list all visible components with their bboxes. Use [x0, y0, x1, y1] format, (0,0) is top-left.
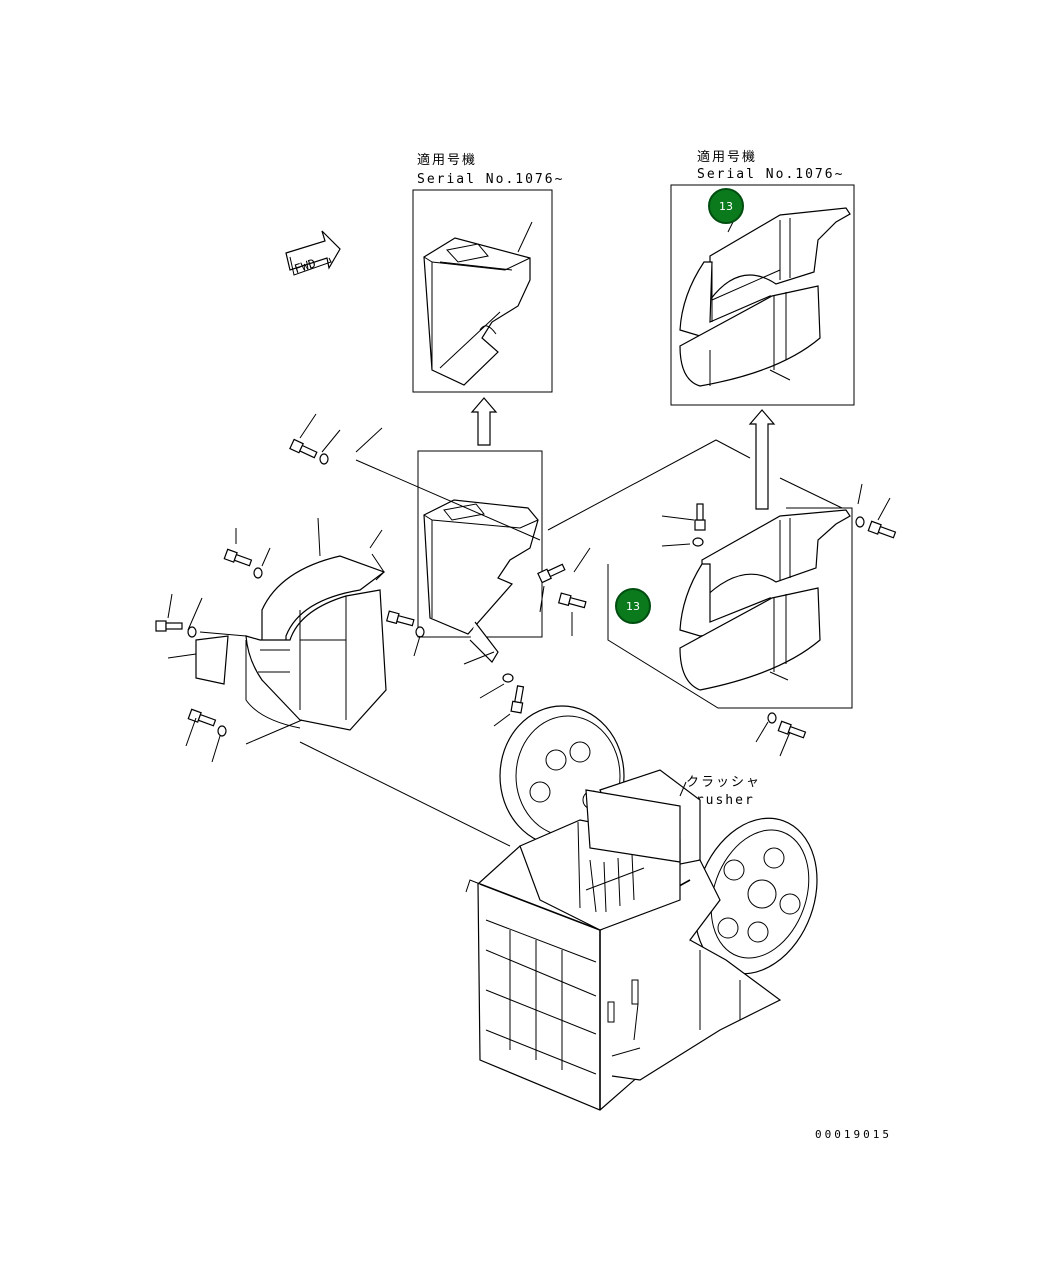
inset-left-box — [412, 189, 553, 393]
arrow-to-right-inset — [748, 409, 776, 510]
fwd-arrow-label: FWD — [293, 256, 318, 276]
left-curved-cover — [245, 517, 387, 731]
crusher-body — [465, 705, 818, 1111]
crusher-label-en: Crusher — [686, 793, 755, 808]
inset-right-cover — [679, 207, 851, 387]
drawing-number: 00019015 — [815, 1128, 892, 1141]
inset-right-title-jp: 適用号機 — [697, 150, 758, 165]
inset-right-box — [670, 184, 855, 406]
small-plate — [195, 635, 229, 685]
washers — [187, 453, 865, 737]
center-cover-plate — [417, 450, 543, 663]
inset-right-serial: Serial No.1076~ — [697, 167, 845, 182]
callout-badge-mid[interactable]: 13 — [615, 588, 651, 624]
callout-badge-top[interactable]: 13 — [708, 188, 744, 224]
inset-left-title-jp: 適用号機 — [417, 153, 478, 168]
bolts — [155, 438, 897, 739]
inset-left-cover — [423, 221, 533, 386]
crusher-label-jp: クラッシャ — [686, 775, 762, 790]
arrow-to-left-inset — [470, 397, 498, 446]
fwd-arrow-icon: FWD — [285, 230, 341, 276]
right-middle-cover — [679, 509, 851, 691]
inset-left-serial: Serial No.1076~ — [417, 172, 565, 187]
